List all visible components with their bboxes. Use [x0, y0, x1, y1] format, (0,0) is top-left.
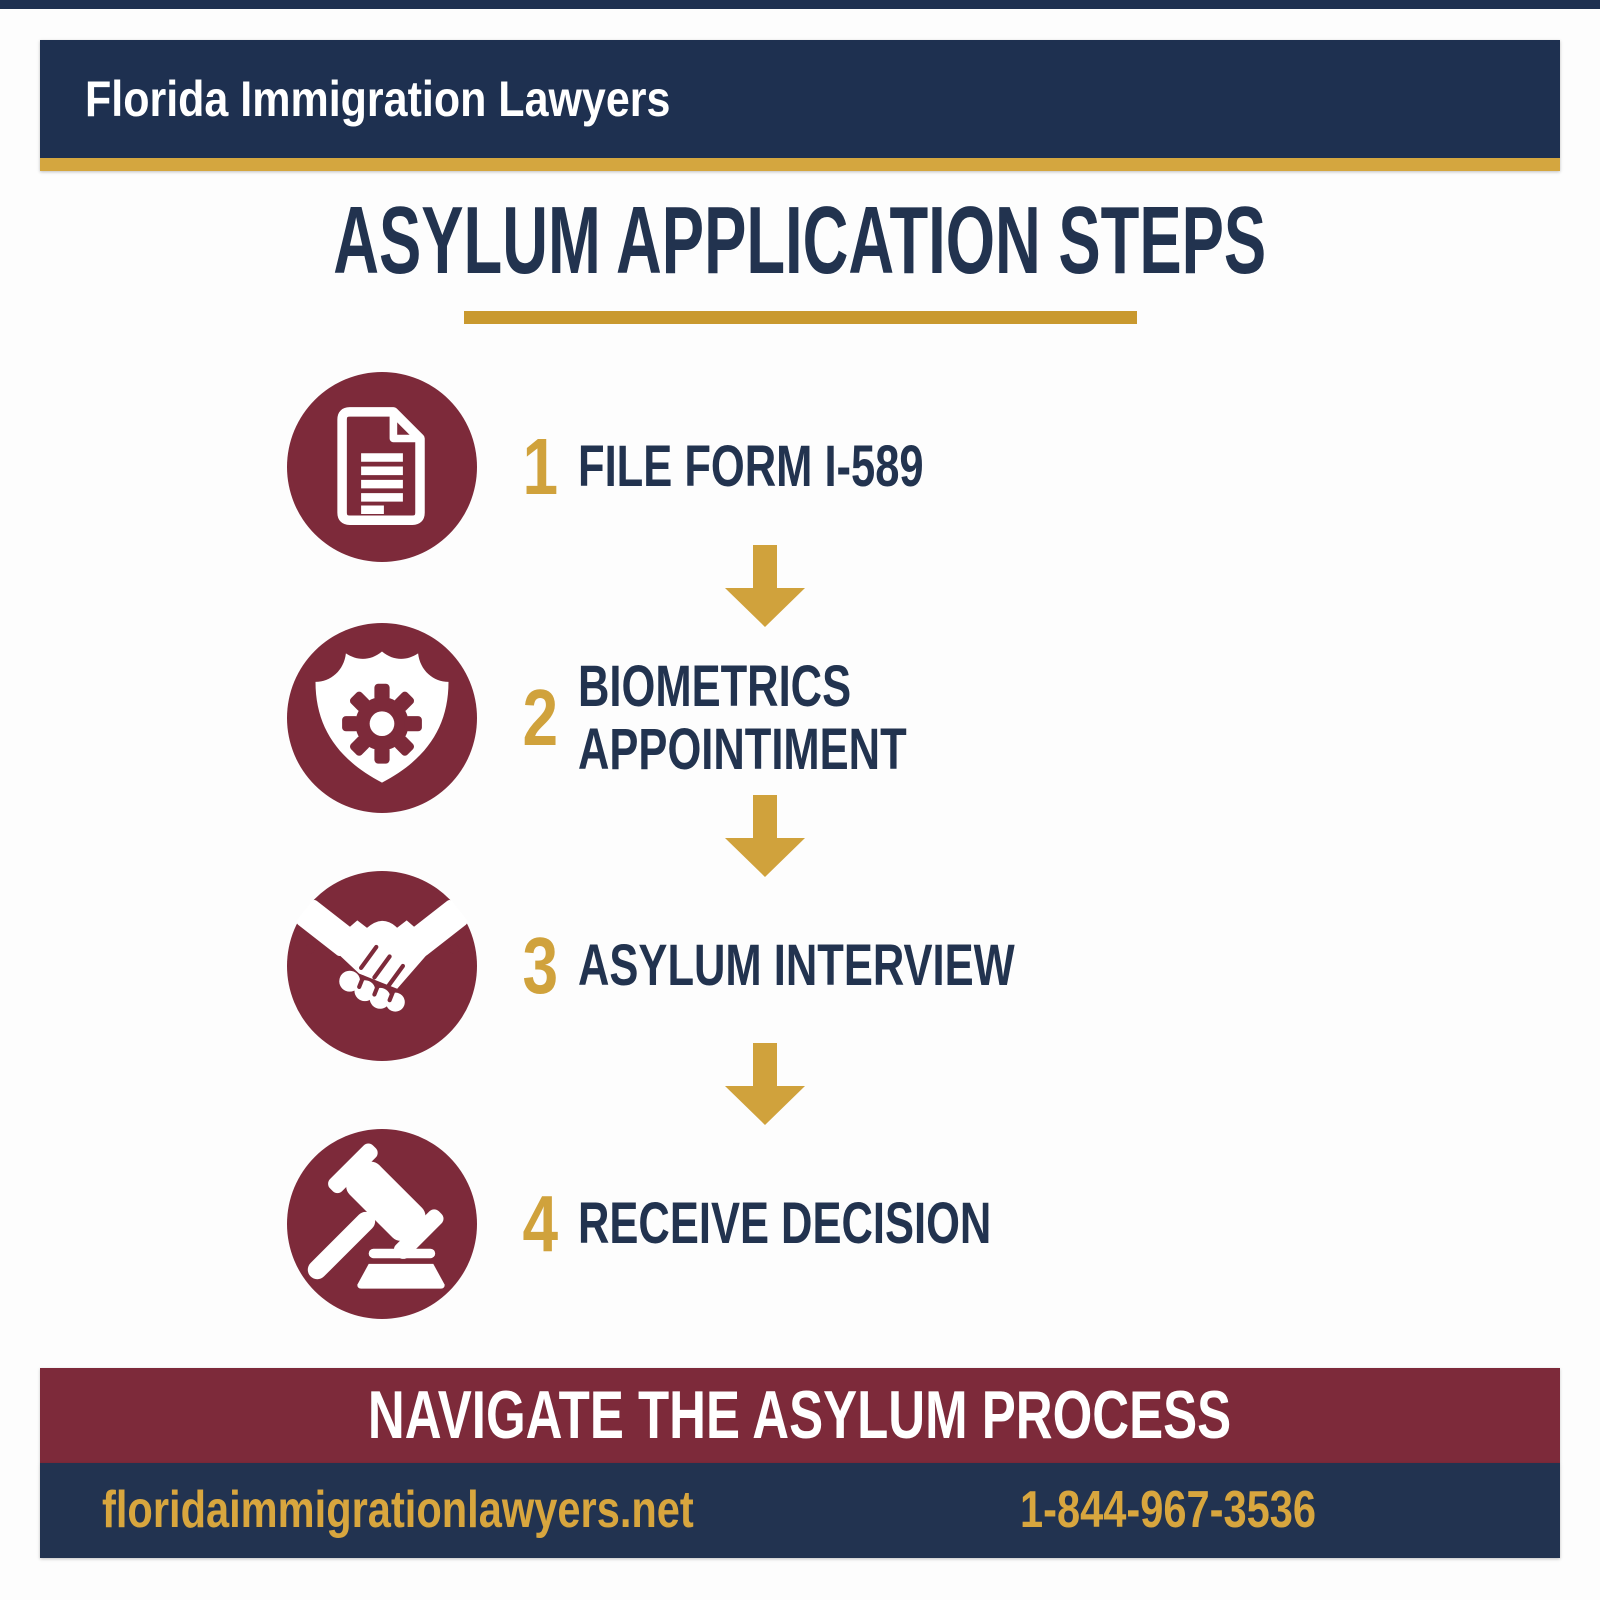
brand-name-text: Florida Immigration Lawyers — [85, 71, 671, 127]
step-row-3: 3 ASYLUM INTERVIEW — [0, 871, 1600, 1061]
down-arrow-icon — [725, 795, 805, 877]
gavel-icon — [307, 1143, 445, 1289]
step-2-number: 2 — [522, 673, 558, 762]
step-row-2: 2 BIOMETRICS APPOINTIMENT — [0, 623, 1600, 813]
document-icon — [337, 407, 425, 525]
step-3-number: 3 — [522, 921, 558, 1010]
step-1-number: 1 — [522, 422, 558, 511]
footer-tagline-band: NAVIGATE THE ASYLUM PROCESS — [40, 1368, 1560, 1463]
footer-website: floridaimmigrationlawyers.net — [102, 1481, 694, 1539]
handshake-icon — [296, 900, 468, 1012]
step-3-label: ASYLUM INTERVIEW — [578, 933, 1015, 998]
step-1-label: FILE FORM I-589 — [578, 434, 924, 499]
footer-phone: 1-844-967-3536 — [1020, 1481, 1317, 1539]
step-4-circle — [287, 1129, 477, 1319]
step-3-circle — [287, 871, 477, 1061]
down-arrow-icon — [725, 545, 805, 627]
top-border-strip — [0, 0, 1600, 9]
step-2-label: BIOMETRICS APPOINTIMENT — [578, 654, 907, 782]
step-4-number: 4 — [522, 1179, 558, 1268]
step-4-label: RECEIVE DECISION — [578, 1191, 992, 1256]
page-title: ASYLUM APPLICATION STEPS — [333, 187, 1267, 294]
step-row-4: 4 RECEIVE DECISION — [0, 1129, 1600, 1319]
step-2-circle — [287, 623, 477, 813]
down-arrow-icon — [725, 1043, 805, 1125]
step-row-1: 1 FILE FORM I-589 — [0, 372, 1600, 562]
badge-gear-icon — [315, 651, 449, 783]
header-bar: Florida Immigration Lawyers — [40, 40, 1560, 171]
title-underline — [464, 311, 1137, 324]
footer-tagline: NAVIGATE THE ASYLUM PROCESS — [368, 1377, 1232, 1453]
brand-name: Florida Immigration Lawyers — [85, 40, 766, 158]
step-1-circle — [287, 372, 477, 562]
footer-contact-band: floridaimmigrationlawyers.net 1-844-967-… — [40, 1463, 1560, 1558]
